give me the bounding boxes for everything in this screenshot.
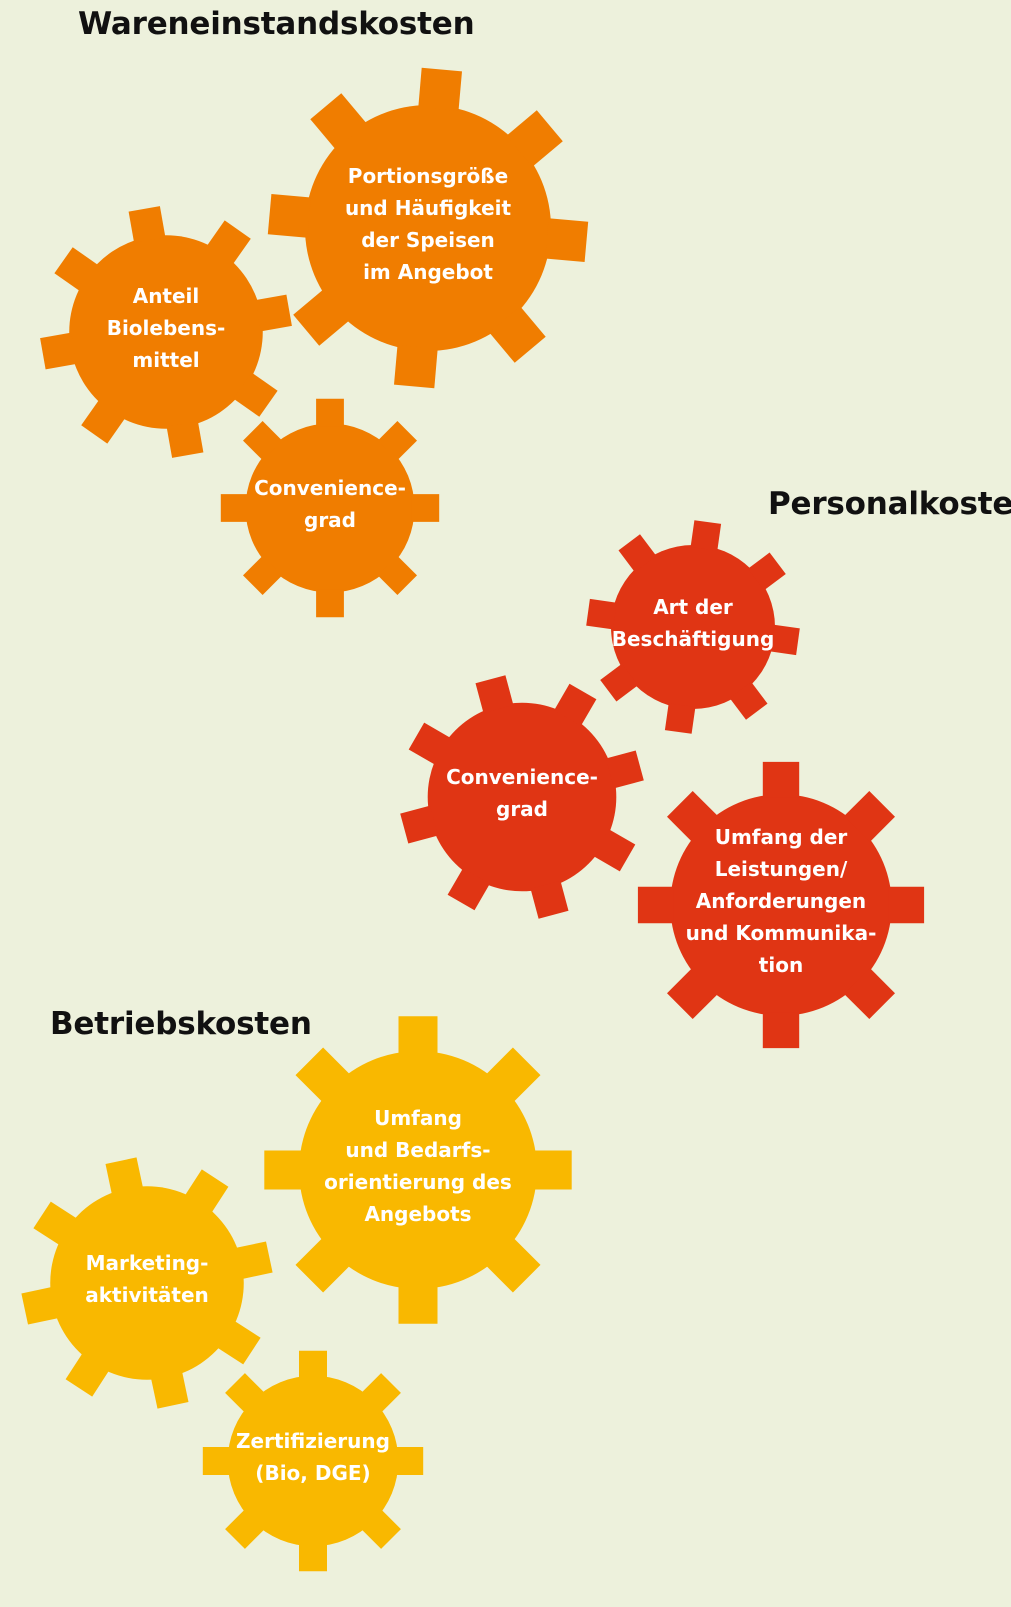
gear-convenience-grad-ware-label: Convenience-grad	[254, 472, 406, 536]
gear-label-line: Zertifizierung	[236, 1429, 390, 1453]
gear-label-line: Convenience-	[254, 476, 406, 500]
gear-label-line: Biolebens-	[106, 316, 226, 340]
gear-label-line: Beschäftigung	[611, 627, 775, 651]
gear-label-line: orientierung des	[324, 1170, 512, 1194]
group-title-personalkosten: Personalkosten	[768, 486, 1011, 522]
gear-label-line: aktivitäten	[85, 1283, 209, 1307]
gear-label-line: Convenience-	[446, 765, 598, 789]
gear-label-line: Umfang	[374, 1106, 462, 1130]
gear-label-line: und Häufigkeit	[344, 196, 512, 220]
gear-marketingaktivitaeten-shape	[21, 1157, 273, 1409]
gear-zertifizierung-shape	[202, 1350, 424, 1572]
gear-convenience-grad-personal-label: Convenience-grad	[446, 761, 598, 825]
gear-label-line: tion	[758, 953, 804, 977]
gear-label-line: Portionsgröße	[347, 164, 509, 188]
gear-label-line: und Kommunika-	[685, 921, 877, 945]
group-title-wareneinstandskosten: Wareneinstandskosten	[78, 6, 475, 42]
gear-label-line: grad	[304, 508, 356, 532]
gear-convenience-grad-personal-shape	[400, 675, 644, 919]
gear-label-line: der Speisen	[361, 228, 495, 252]
gear-label-line: mittel	[132, 348, 200, 372]
gear-portionsgroesse-shape	[267, 67, 589, 389]
gear-label-line: Anteil	[132, 284, 200, 308]
gear-label-line: Marketing-	[85, 1251, 209, 1275]
gear-label-line: grad	[496, 797, 548, 821]
gear-label-line: und Bedarfs-	[345, 1138, 491, 1162]
gear-portionsgroesse-label: Portionsgröße und Häufigkeit der Speisen im…	[345, 160, 511, 288]
gear-label-line: Leistungen/	[714, 857, 848, 881]
gear-label-line: Anforderungen	[695, 889, 867, 913]
gear-label-line: Angebots	[364, 1202, 472, 1226]
gear-zertifizierung-label: Zertifizierung (Bio, DGE)	[236, 1425, 390, 1489]
gear-anteil-biolebensmittel-shape	[40, 206, 292, 458]
gear-label-line: im Angebot	[363, 260, 493, 284]
gear-label-line: Umfang der	[714, 825, 848, 849]
gear-art-der-beschaeftigung-shape	[586, 520, 800, 734]
gear-convenience-grad-ware-shape	[220, 398, 440, 618]
gear-umfang-der-leistungen-shape	[637, 761, 925, 1049]
group-title-betriebskosten: Betriebskosten	[50, 1006, 312, 1042]
gear-label-line: (Bio, DGE)	[255, 1461, 371, 1485]
gear-marketingaktivitaeten-label: Marketing-aktivitäten	[85, 1247, 209, 1311]
gear-label-line: Art der	[653, 595, 733, 619]
gear-umfang-bedarfsorientierung-shape	[264, 1016, 572, 1324]
